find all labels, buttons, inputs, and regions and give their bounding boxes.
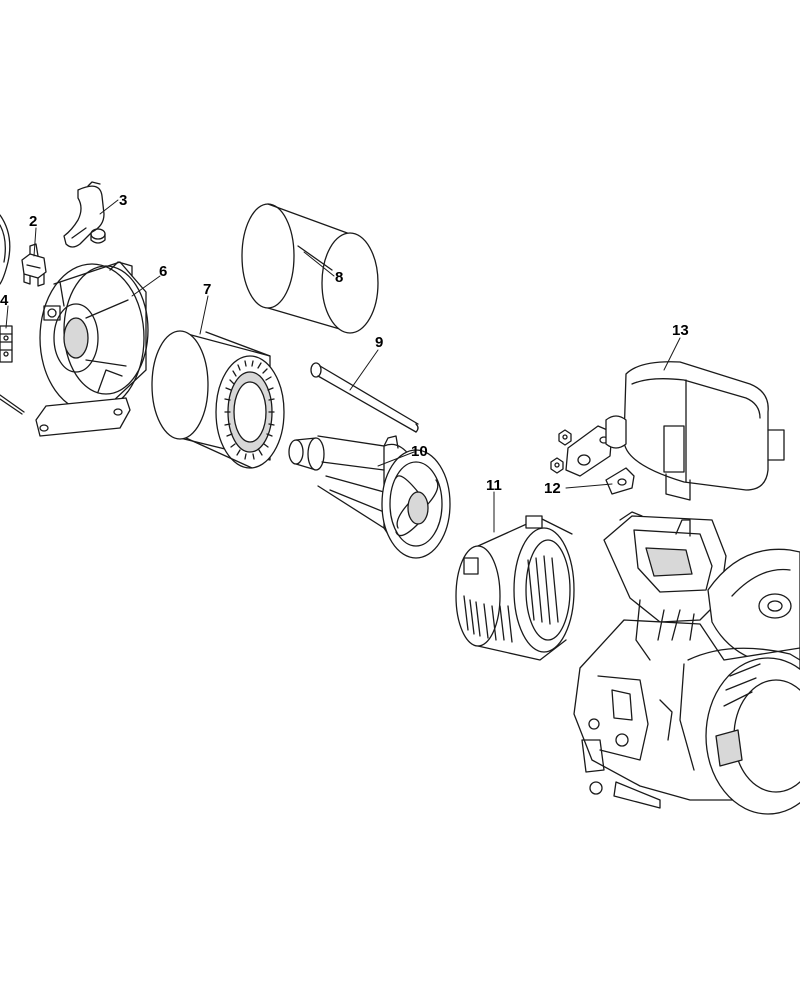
muffler-part xyxy=(606,362,784,500)
end-bracket-housing xyxy=(36,262,148,436)
callout-9: 9 xyxy=(375,334,383,351)
callout-12: 12 xyxy=(544,480,561,497)
terminal-block-part xyxy=(0,326,24,414)
leader-lines xyxy=(5,199,681,533)
callout-10: 10 xyxy=(411,443,428,460)
callout-3: 3 xyxy=(119,192,127,209)
callout-8: 8 xyxy=(335,269,343,286)
brush-holder-part xyxy=(22,244,46,286)
stator-core-part xyxy=(152,331,284,468)
callout-4: 4 xyxy=(0,292,9,309)
callout-11: 11 xyxy=(486,477,502,494)
engine-assembly xyxy=(574,512,800,814)
callout-13: 13 xyxy=(672,322,689,339)
callout-2: 2 xyxy=(29,213,37,230)
rotor-part xyxy=(289,436,450,558)
callout-labels: 2 3 4 6 7 8 9 10 11 12 13 xyxy=(0,192,689,497)
callout-7: 7 xyxy=(203,281,211,298)
fan-housing-part xyxy=(456,516,574,660)
cylindrical-cover-part xyxy=(242,204,378,333)
curved-bracket-part xyxy=(64,182,105,247)
exhaust-bracket-part xyxy=(551,426,634,494)
callout-6: 6 xyxy=(159,263,167,280)
partial-end-cover xyxy=(0,215,10,284)
through-bolt-part xyxy=(311,363,418,432)
